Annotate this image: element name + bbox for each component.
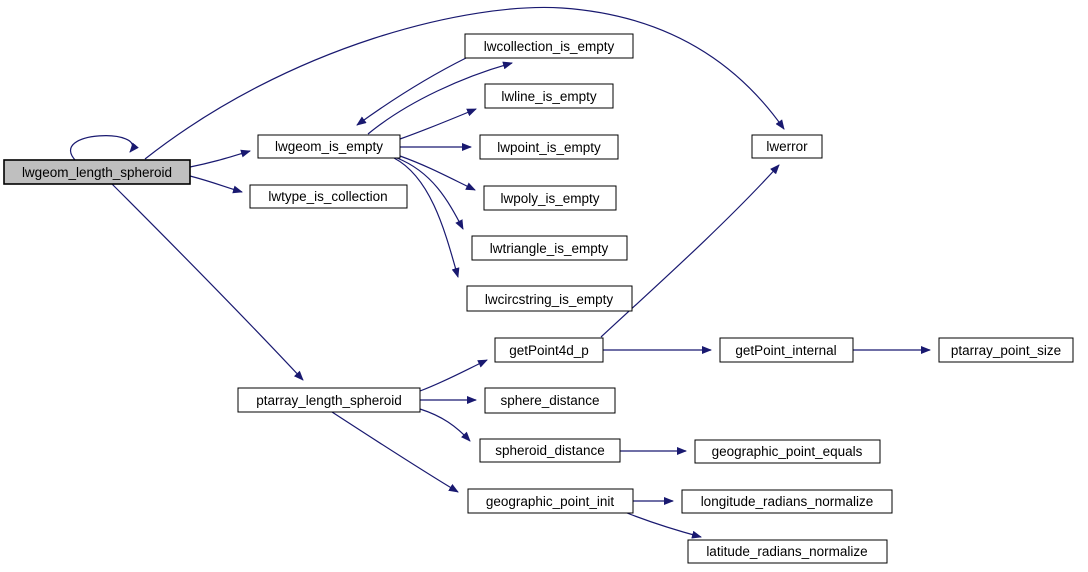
node-latitude_radians_normalize[interactable]: latitude_radians_normalize — [687, 539, 888, 564]
edge-lwgeom_length_spheroid-lwtype_is_collection — [189, 175, 243, 194]
edge-ptarray_length_spheroid-spheroid_distance — [419, 408, 471, 442]
node-longitude_radians_normalize[interactable]: longitude_radians_normalize — [681, 489, 893, 514]
edge-layer — [70, 6, 931, 539]
node-lwgeom_length_spheroid-box[interactable] — [3, 159, 191, 185]
node-lwtype_is_collection-label: lwtype_is_collection — [268, 189, 387, 204]
edge-lwgeom_is_empty-lwpoly_is_empty — [399, 155, 476, 191]
edge-ptarray_length_spheroid-geographic_point_init — [331, 411, 459, 493]
node-spheroid_distance-label: spheroid_distance — [495, 443, 605, 458]
node-lwpoint_is_empty-box[interactable] — [479, 134, 619, 160]
node-latitude_radians_normalize-label: latitude_radians_normalize — [706, 544, 867, 559]
node-lwtriangle_is_empty-box[interactable] — [471, 235, 628, 261]
node-ptarray_point_size-label: ptarray_point_size — [951, 343, 1061, 358]
node-lwgeom_is_empty-label: lwgeom_is_empty — [275, 139, 383, 154]
node-lwgeom_length_spheroid-label: lwgeom_length_spheroid — [22, 165, 172, 180]
node-longitude_radians_normalize-box[interactable] — [681, 489, 893, 514]
node-sphere_distance[interactable]: sphere_distance — [484, 387, 616, 414]
node-spheroid_distance-box[interactable] — [479, 438, 621, 463]
node-lwtype_is_collection[interactable]: lwtype_is_collection — [249, 184, 408, 209]
node-getPoint4d_p[interactable]: getPoint4d_p — [494, 337, 604, 363]
node-lwpoly_is_empty-box[interactable] — [483, 185, 617, 211]
node-ptarray_length_spheroid[interactable]: ptarray_length_spheroid — [237, 387, 421, 413]
edge-lwcollection_is_empty-lwgeom_is_empty — [356, 57, 467, 126]
node-geographic_point_init-label: geographic_point_init — [486, 494, 615, 509]
node-geographic_point_equals-box[interactable] — [694, 439, 881, 464]
node-latitude_radians_normalize-box[interactable] — [687, 539, 888, 564]
edge-lwgeom_length_spheroid-self-loop — [70, 135, 139, 162]
node-geographic_point_init[interactable]: geographic_point_init — [467, 488, 634, 514]
edge-ptarray_length_spheroid-getPoint4d_p — [419, 359, 488, 392]
node-lwerror[interactable]: lwerror — [751, 134, 823, 159]
node-sphere_distance-label: sphere_distance — [500, 393, 599, 408]
node-getPoint4d_p-label: getPoint4d_p — [509, 343, 589, 358]
edge-geographic_point_init-latitude_radians_normalize — [626, 512, 702, 539]
edge-lwgeom_is_empty-lwcircstring_is_empty — [393, 157, 460, 278]
node-spheroid_distance[interactable]: spheroid_distance — [479, 438, 621, 463]
node-lwcollection_is_empty-box[interactable] — [464, 33, 634, 59]
node-lwtriangle_is_empty-label: lwtriangle_is_empty — [490, 241, 609, 256]
node-getPoint_internal[interactable]: getPoint_internal — [719, 337, 854, 363]
node-geographic_point_equals[interactable]: geographic_point_equals — [694, 439, 881, 464]
node-longitude_radians_normalize-label: longitude_radians_normalize — [701, 494, 874, 509]
node-getPoint_internal-label: getPoint_internal — [735, 343, 836, 358]
node-ptarray_point_size-box[interactable] — [938, 337, 1074, 363]
edge-lwgeom_is_empty-lwcollection_is_empty — [367, 61, 513, 135]
node-lwpoly_is_empty[interactable]: lwpoly_is_empty — [483, 185, 617, 211]
edge-lwgeom_length_spheroid-lwgeom_is_empty — [189, 149, 251, 168]
node-lwpoly_is_empty-label: lwpoly_is_empty — [500, 191, 599, 206]
node-lwgeom_is_empty[interactable]: lwgeom_is_empty — [257, 134, 401, 159]
node-lwerror-label: lwerror — [766, 139, 808, 154]
edge-lwgeom_length_spheroid-lwerror — [144, 6, 785, 160]
node-lwcircstring_is_empty-box[interactable] — [466, 285, 633, 312]
node-lwline_is_empty-box[interactable] — [484, 83, 614, 109]
node-ptarray_length_spheroid-box[interactable] — [237, 387, 421, 413]
node-ptarray_point_size[interactable]: ptarray_point_size — [938, 337, 1074, 363]
node-lwtype_is_collection-box[interactable] — [249, 184, 408, 209]
node-getPoint_internal-box[interactable] — [719, 337, 854, 363]
edge-lwgeom_is_empty-lwline_is_empty — [399, 108, 477, 140]
node-lwcollection_is_empty[interactable]: lwcollection_is_empty — [464, 33, 634, 59]
node-lwgeom_length_spheroid[interactable]: lwgeom_length_spheroid — [3, 159, 191, 185]
node-geographic_point_init-box[interactable] — [467, 488, 634, 514]
node-lwpoint_is_empty[interactable]: lwpoint_is_empty — [479, 134, 619, 160]
node-getPoint4d_p-box[interactable] — [494, 337, 604, 363]
edge-lwgeom_length_spheroid-ptarray_length_spheroid — [111, 183, 304, 381]
node-sphere_distance-box[interactable] — [484, 387, 616, 414]
node-ptarray_length_spheroid-label: ptarray_length_spheroid — [256, 393, 402, 408]
edge-lwgeom_is_empty-lwtriangle_is_empty — [396, 157, 464, 230]
node-lwpoint_is_empty-label: lwpoint_is_empty — [497, 140, 601, 155]
node-lwline_is_empty[interactable]: lwline_is_empty — [484, 83, 614, 109]
node-lwerror-box[interactable] — [751, 134, 823, 159]
node-lwcircstring_is_empty-label: lwcircstring_is_empty — [485, 292, 614, 307]
node-lwline_is_empty-label: lwline_is_empty — [501, 89, 597, 104]
node-lwcollection_is_empty-label: lwcollection_is_empty — [484, 39, 615, 54]
edge-getPoint4d_p-lwerror — [600, 164, 780, 338]
node-lwcircstring_is_empty[interactable]: lwcircstring_is_empty — [466, 285, 633, 312]
node-lwtriangle_is_empty[interactable]: lwtriangle_is_empty — [471, 235, 628, 261]
node-geographic_point_equals-label: geographic_point_equals — [712, 444, 863, 459]
node-lwgeom_is_empty-box[interactable] — [257, 134, 401, 159]
